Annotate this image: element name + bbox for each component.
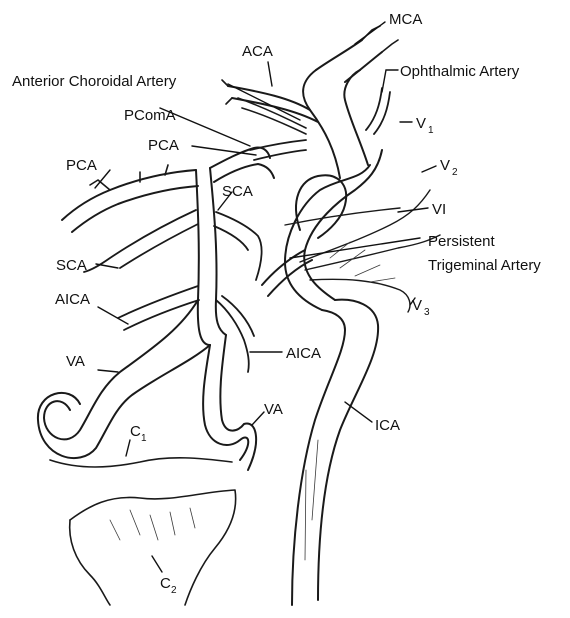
- label-ica: ICA: [375, 417, 400, 434]
- pcoma-vessel: [250, 140, 306, 160]
- c2-structure: [70, 490, 236, 605]
- sca-right-vessel: [214, 212, 262, 280]
- aica-right-vessel: [216, 296, 254, 372]
- label-v3-subscript: 3: [424, 307, 430, 318]
- label-pcoma: PComA: [124, 107, 176, 124]
- label-aica-left: AICA: [55, 291, 90, 308]
- ophthalmic-vessel: [366, 88, 390, 134]
- label-c2-subscript: 2: [171, 585, 177, 596]
- label-sca-left: SCA: [56, 257, 87, 274]
- label-c2: C: [160, 575, 171, 592]
- sca-left-vessel: [84, 210, 198, 272]
- ica-siphon: [285, 165, 370, 310]
- pca-left-vessel: [62, 170, 196, 220]
- label-pca-left: PCA: [66, 157, 97, 174]
- label-aica-right: AICA: [286, 345, 321, 362]
- label-mca: MCA: [389, 11, 422, 28]
- aica-left-vessel: [118, 286, 199, 330]
- label-v2-subscript: 2: [452, 167, 458, 178]
- va-right-vessel: [203, 345, 248, 460]
- label-pca-right: PCA: [148, 137, 179, 154]
- label-sca-right: SCA: [222, 183, 253, 200]
- label-ophthalmic-artery: Ophthalmic Artery: [400, 63, 520, 80]
- label-persistent: Persistent: [428, 233, 496, 250]
- label-trigeminal-artery: Trigeminal Artery: [428, 257, 541, 274]
- label-v1: V: [416, 115, 426, 132]
- c1-structure: [50, 458, 232, 467]
- trigeminal-nerve: [300, 190, 440, 270]
- label-vi: VI: [432, 201, 446, 218]
- labels: MCA ACA Ophthalmic Artery Anterior Choro…: [12, 11, 541, 596]
- basilar-vessel: [196, 170, 210, 345]
- label-va-left: VA: [66, 353, 85, 370]
- label-c1: C: [130, 423, 141, 440]
- label-v1-subscript: 1: [428, 125, 434, 136]
- label-v3: V: [412, 297, 422, 314]
- label-v2: V: [440, 157, 450, 174]
- artery-network: [38, 26, 440, 605]
- label-va-right: VA: [264, 401, 283, 418]
- label-c1-subscript: 1: [141, 433, 147, 444]
- label-aca: ACA: [242, 43, 273, 60]
- label-anterior-choroidal-artery: Anterior Choroidal Artery: [12, 73, 177, 90]
